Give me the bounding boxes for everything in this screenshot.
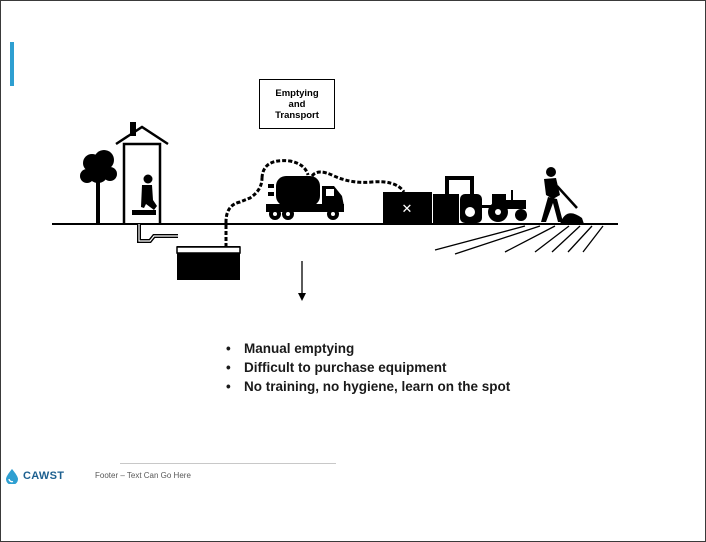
bullet-marker: • [226, 377, 231, 396]
svg-text:✕: ✕ [402, 202, 413, 217]
down-arrow-icon [298, 261, 306, 301]
bullet-text: Manual emptying [244, 341, 354, 356]
bullet-text: Difficult to purchase equipment [244, 360, 447, 375]
latrine-icon [116, 122, 168, 224]
stage-label-box: Emptying and Transport [259, 79, 335, 129]
stage-label-line: Transport [275, 110, 319, 121]
vacuum-truck-icon [266, 176, 344, 220]
bullet-item: • Difficult to purchase equipment [222, 358, 510, 377]
tractor-icon [482, 190, 527, 222]
water-drop-icon [4, 468, 20, 484]
footer-text: Footer – Text Can Go Here [95, 471, 191, 480]
treatment-plant-icon: ✕ [383, 178, 482, 223]
stage-label-line: and [275, 99, 319, 110]
cawst-logo: CAWST [4, 468, 64, 484]
bullet-list: • Manual emptying • Difficult to purchas… [222, 339, 510, 396]
tree-icon [80, 150, 117, 223]
bullet-marker: • [226, 358, 231, 377]
logo-wordmark: CAWST [23, 470, 64, 482]
field-furrows [435, 226, 603, 254]
pit-tank-icon [177, 247, 240, 280]
person-squatting-icon [132, 175, 157, 216]
bullet-text: No training, no hygiene, learn on the sp… [244, 379, 510, 394]
bullet-item: • No training, no hygiene, learn on the … [222, 377, 510, 396]
bullet-item: • Manual emptying [222, 339, 510, 358]
footer-divider [120, 463, 336, 464]
pipe [139, 224, 178, 241]
farmer-shoveling-icon [541, 167, 584, 224]
stage-label-line: Emptying [275, 88, 319, 99]
bullet-marker: • [226, 339, 231, 358]
suction-hose [226, 178, 262, 247]
